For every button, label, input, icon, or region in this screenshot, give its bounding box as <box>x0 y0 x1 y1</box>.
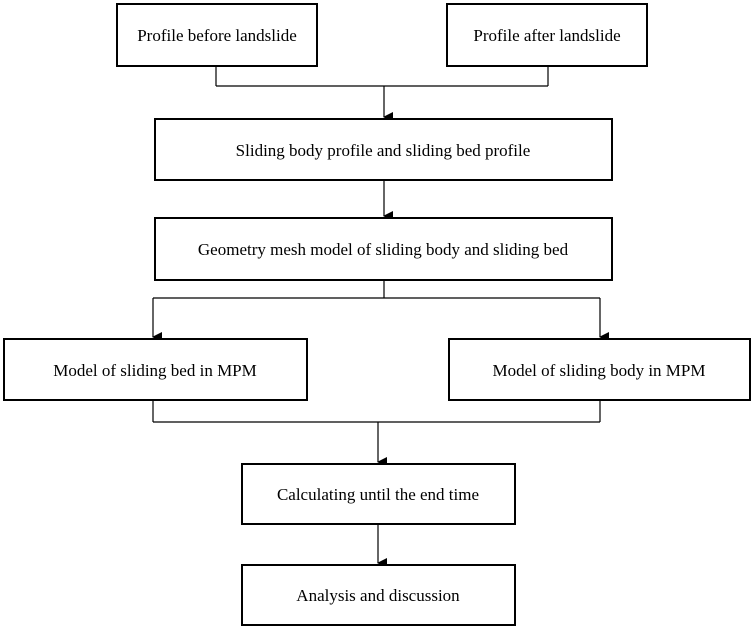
node-model-bed-mpm-label: Model of sliding bed in MPM <box>53 361 257 380</box>
node-sliding-profiles: Sliding body profile and sliding bed pro… <box>154 118 613 181</box>
node-profile-before-label: Profile before landslide <box>137 26 297 45</box>
node-geometry-mesh-label: Geometry mesh model of sliding body and … <box>198 240 569 259</box>
node-analysis: Analysis and discussion <box>241 564 516 626</box>
node-profile-after: Profile after landslide <box>446 3 648 67</box>
node-profile-before: Profile before landslide <box>116 3 318 67</box>
node-calculating: Calculating until the end time <box>241 463 516 525</box>
node-geometry-mesh: Geometry mesh model of sliding body and … <box>154 217 613 281</box>
node-analysis-label: Analysis and discussion <box>296 586 460 605</box>
node-model-body-mpm-label: Model of sliding body in MPM <box>493 361 706 380</box>
node-sliding-profiles-label: Sliding body profile and sliding bed pro… <box>236 141 531 160</box>
node-profile-after-label: Profile after landslide <box>473 26 620 45</box>
node-model-body-mpm: Model of sliding body in MPM <box>448 338 751 401</box>
node-model-bed-mpm: Model of sliding bed in MPM <box>3 338 308 401</box>
node-calculating-label: Calculating until the end time <box>277 485 479 504</box>
connectors <box>152 66 609 568</box>
